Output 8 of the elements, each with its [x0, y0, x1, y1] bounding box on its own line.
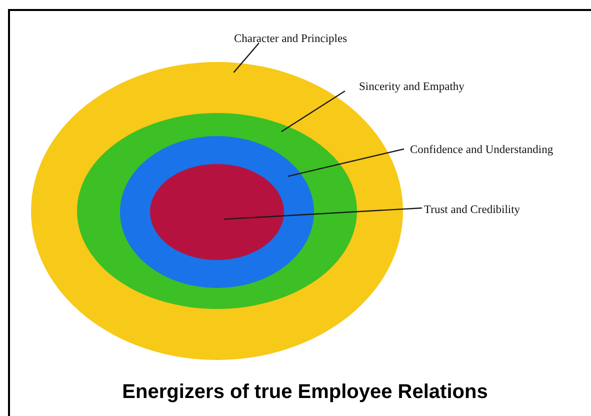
leader-line	[224, 207, 422, 220]
ring-label: Character and Principles	[234, 33, 348, 45]
diagram-title: Energizers of true Employee Relations	[121, 381, 489, 404]
ring-label: Trust and Credibility	[424, 204, 520, 216]
leader-line	[288, 148, 404, 177]
leader-line	[233, 42, 260, 73]
ring-label: Confidence and Understanding	[410, 144, 554, 156]
ring-label: Sincerity and Empathy	[359, 81, 464, 93]
